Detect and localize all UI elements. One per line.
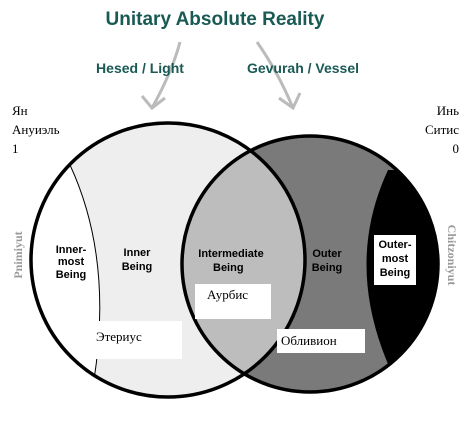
inner-line2: Being [122, 261, 153, 273]
outermost-region [366, 170, 438, 364]
intersection-region [182, 136, 305, 392]
gevurah-vessel-label: Gevurah / Vessel [247, 60, 359, 76]
innermost-line1: Inner- [56, 244, 87, 256]
aurbis-box [195, 284, 271, 319]
yang-label: Ян [12, 103, 28, 118]
chitzoniyut-label: Chitzoniyut [445, 225, 459, 286]
oblivion-label: Обливион [281, 333, 337, 348]
outermost-label-box [374, 235, 416, 285]
innermost-boundary [69, 164, 101, 393]
right-circle-outline [180, 134, 440, 394]
innermost-line2: most [58, 256, 85, 268]
outermost-line2: most [382, 253, 409, 265]
yin-label: Инь [437, 103, 459, 118]
yin-value: 0 [453, 141, 460, 156]
sitis-label: Ситис [425, 122, 459, 137]
anuiel-label: Ануиэль [12, 122, 60, 137]
left-circle-outline [29, 121, 307, 399]
intermediate-line1: Intermediate [198, 248, 263, 260]
outer-line1: Outer [312, 248, 342, 260]
innermost-region [31, 165, 100, 392]
eterius-box [90, 321, 182, 359]
oblivion-box [277, 329, 365, 353]
inner-line1: Inner [124, 247, 152, 259]
outermost-line3: Being [380, 267, 411, 279]
left-arrow-head [140, 95, 166, 111]
left-arrow-shaft [150, 41, 182, 109]
eterius-label: Этериус [96, 329, 142, 344]
right-arrow-shaft [255, 41, 295, 109]
yang-value: 1 [12, 141, 19, 156]
right-arrow-head [278, 92, 302, 111]
hesed-light-label: Hesed / Light [96, 60, 184, 76]
innermost-line3: Being [56, 269, 87, 281]
aurbis-label: Аурбис [207, 287, 248, 302]
intermediate-line2: Being [213, 262, 244, 274]
outer-line2: Being [312, 262, 343, 274]
diagram-title: Unitary Absolute Reality [106, 9, 325, 30]
pnimiyut-label: Pnimiyut [11, 231, 25, 278]
outermost-line1: Outer- [379, 239, 412, 251]
